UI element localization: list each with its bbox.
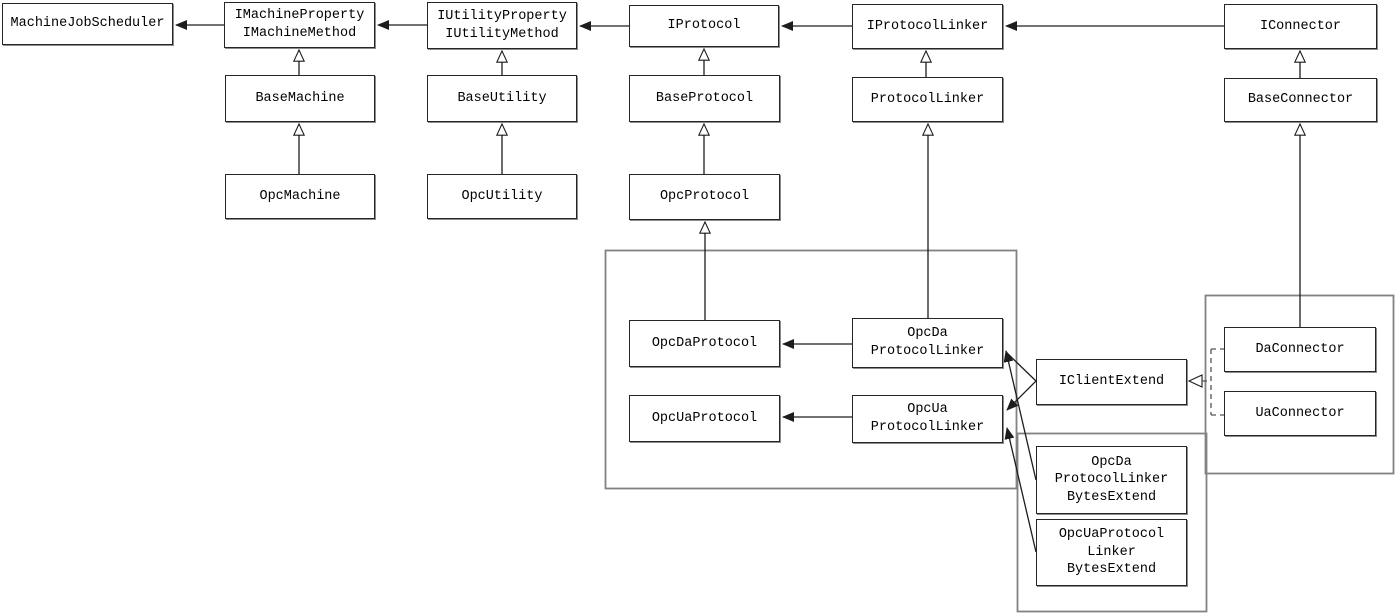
class-box-baseutility: BaseUtility	[427, 75, 577, 122]
class-box-iprotocollinker: IProtocolLinker	[852, 4, 1003, 49]
edge-iclientextend-to-opcualinker	[1006, 380, 1037, 411]
class-box-opcuaprotocollinker: OpcUa ProtocolLinker	[852, 395, 1003, 443]
class-box-uaconnector: UaConnector	[1224, 391, 1376, 436]
class-box-basemachine: BaseMachine	[225, 75, 375, 122]
class-label: BaseUtility	[457, 90, 547, 106]
class-label: DaConnector	[1255, 341, 1345, 357]
class-box-baseprotocol: BaseProtocol	[629, 75, 780, 122]
class-label: IMachineProperty	[234, 8, 365, 24]
class-label: OpcMachine	[259, 188, 341, 204]
class-box-daconnector: DaConnector	[1224, 327, 1376, 372]
class-label: OpcUtility	[461, 188, 543, 204]
class-label: BytesExtend	[1066, 562, 1157, 578]
edge-iclientextend-to-opcdalinker	[1005, 351, 1037, 382]
class-label: UaConnector	[1255, 405, 1345, 421]
class-label: IProtocolLinker	[866, 18, 989, 34]
class-label: IProtocol	[667, 18, 741, 34]
class-label: ProtocolLinker	[870, 344, 985, 359]
class-label: OpcUaProtocol	[651, 410, 758, 426]
class-box-baseconnector: BaseConnector	[1224, 78, 1377, 122]
class-label: OpcDaProtocol	[651, 335, 758, 351]
class-label: IConnector	[1259, 18, 1341, 34]
edge-opcuabytes-to-opcualinker	[1004, 427, 1037, 553]
class-label: OpcUa	[907, 402, 948, 418]
class-label: ProtocolLinker	[870, 420, 985, 435]
class-box-iutilityproperty-iutilitymethod: IUtilityProperty IUtilityMethod	[427, 2, 577, 49]
realization-triangle-iclientextend	[1187, 374, 1203, 388]
class-box-opcdaprotocollinkerbytesextend: OpcDa ProtocolLinker BytesExtend	[1036, 446, 1187, 514]
class-box-opcdaprotocol: OpcDaProtocol	[629, 320, 780, 367]
class-box-iconnector: IConnector	[1224, 4, 1377, 49]
class-box-opcuaprotocol: OpcUaProtocol	[629, 395, 780, 442]
class-label: IClientExtend	[1058, 374, 1165, 390]
class-label: MachineJobScheduler	[10, 16, 165, 32]
class-label: BaseConnector	[1247, 92, 1354, 108]
class-label: Linker	[1087, 544, 1136, 560]
class-box-opcuaprotocollinkerbytesextend: OpcUaProtocol Linker BytesExtend	[1036, 519, 1187, 586]
group-box-opc-protocols	[604, 249, 1018, 490]
class-box-opcmachine: OpcMachine	[225, 174, 375, 219]
class-box-protocollinker: ProtocolLinker	[852, 77, 1003, 122]
class-label: BaseProtocol	[655, 90, 754, 106]
class-box-machinejobscheduler: MachineJobScheduler	[2, 3, 173, 45]
class-label: ProtocolLinker	[870, 91, 985, 107]
class-box-imachineproperty-imachinemethod: IMachineProperty IMachineMethod	[224, 2, 375, 48]
class-label: OpcDa	[1091, 454, 1132, 470]
class-label: ProtocolLinker	[1054, 472, 1169, 488]
class-label: OpcUaProtocol	[1058, 527, 1165, 543]
edge-opcdabytes-to-opcdalinker	[1003, 350, 1037, 481]
group-box-bytes-extend	[1016, 432, 1208, 613]
class-label: BaseMachine	[255, 90, 345, 106]
class-box-opcprotocol: OpcProtocol	[629, 174, 780, 220]
class-label: IUtilityProperty	[437, 8, 567, 24]
class-box-iclientextend: IClientExtend	[1036, 359, 1187, 405]
class-label: BytesExtend	[1066, 489, 1157, 505]
class-label: OpcDa	[907, 326, 948, 342]
class-box-opcutility: OpcUtility	[427, 174, 577, 219]
class-box-opcdaprotocollinker: OpcDa ProtocolLinker	[852, 318, 1003, 368]
class-label: IUtilityMethod	[445, 26, 559, 42]
class-label: IMachineMethod	[242, 26, 357, 41]
class-box-iprotocol: IProtocol	[629, 5, 779, 47]
class-label: OpcProtocol	[659, 189, 750, 205]
